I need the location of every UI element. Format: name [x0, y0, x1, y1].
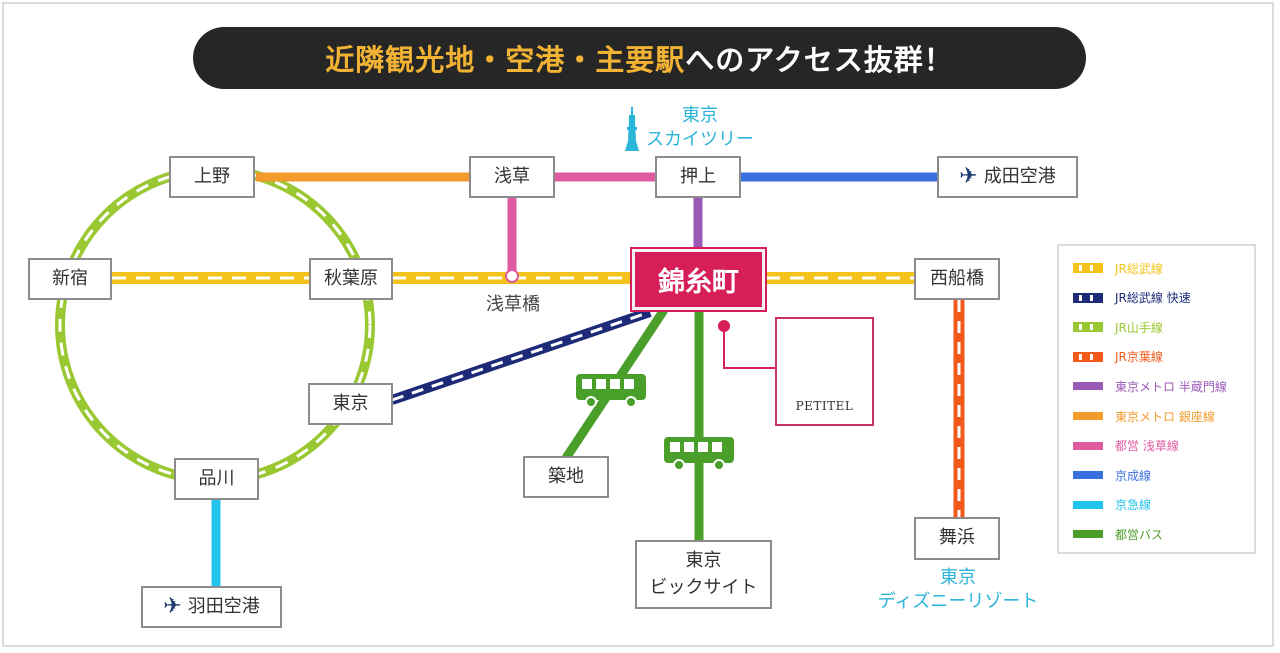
station-label: 秋葉原 — [324, 267, 378, 289]
legend-swatch — [1073, 471, 1103, 480]
legend-item: JR総武線 快速 — [1073, 288, 1191, 308]
legend-label: 東京メトロ 半蔵門線 — [1115, 379, 1227, 394]
station-label: 羽田空港 — [187, 595, 260, 617]
legend-label: JR山手線 — [1115, 320, 1163, 335]
legend-label: JR総武線 — [1115, 261, 1163, 276]
legend-label: JR総武線 快速 — [1115, 291, 1191, 306]
legend-swatch — [1073, 292, 1103, 303]
yamanote-line — [55, 165, 375, 485]
hotel-petitel: PETITEL — [775, 317, 874, 426]
banner-highlight: 近隣観光地・空港・主要駅 — [325, 43, 686, 77]
station-shinjuku: 新宿 — [28, 258, 112, 300]
station-label: 上野 — [194, 165, 230, 187]
legend-item: JR京葉線 — [1073, 347, 1163, 367]
station-label: 品川 — [198, 467, 235, 489]
station-nishifunabashi: 西船橋 — [914, 258, 1000, 300]
station-label: 舞浜 — [939, 527, 975, 549]
station-asakusabashi: 浅草橋 — [486, 294, 540, 315]
legend-label: 東京メトロ 銀座線 — [1115, 409, 1215, 424]
station-tokyo-big-sight: 東京 ビックサイト — [635, 540, 772, 609]
bus-icon — [576, 374, 646, 408]
station-label: 東京 — [685, 550, 722, 572]
station-label: 押上 — [680, 165, 716, 187]
legend-swatch — [1073, 382, 1103, 391]
legend-label: 京成線 — [1115, 468, 1152, 483]
airplane-icon: ✈ — [959, 164, 978, 190]
station-narita-airport: ✈成田空港 — [937, 156, 1078, 198]
landmark-label: スカイツリー — [646, 129, 754, 151]
legend-item: 都営バス — [1073, 524, 1163, 544]
hotel-pointer — [723, 332, 777, 369]
hotel-name: PETITEL — [795, 399, 854, 413]
station-label: ビックサイト — [649, 576, 758, 598]
airplane-icon: ✈ — [163, 594, 182, 620]
legend-swatch — [1073, 351, 1103, 362]
legend-swatch — [1073, 263, 1103, 273]
legend: JR総武線 JR総武線 快速 JR山手線 JR京葉線東京メトロ 半蔵門線東京メトロ 銀… — [1057, 244, 1256, 554]
legend-item: 東京メトロ 半蔵門線 — [1073, 376, 1227, 396]
title-banner: 近隣観光地・空港・主要駅へのアクセス抜群！ — [193, 27, 1086, 89]
station-maihama: 舞浜 — [914, 517, 1000, 560]
legend-label: 京急線 — [1115, 498, 1152, 513]
asakusabashi-junction — [505, 269, 519, 283]
station-label: 築地 — [548, 465, 584, 487]
legend-swatch — [1073, 441, 1103, 450]
legend-item: 京成線 — [1073, 465, 1151, 485]
legend-swatch — [1073, 322, 1103, 333]
station-label: 成田空港 — [983, 165, 1056, 187]
landmark-label: 東京 — [940, 567, 976, 588]
tower-icon — [625, 107, 639, 151]
legend-swatch — [1073, 530, 1103, 539]
legend-label: 都営バス — [1115, 527, 1164, 542]
station-tsukiji: 築地 — [523, 456, 609, 498]
station-label: 西船橋 — [930, 267, 984, 289]
landmark-skytree: 東京 スカイツリー — [620, 104, 780, 153]
legend-label: JR京葉線 — [1115, 350, 1163, 365]
station-label: 錦糸町 — [658, 267, 739, 298]
legend-item: 京急線 — [1073, 495, 1151, 515]
station-kinshicho: 錦糸町 — [630, 247, 767, 312]
landmark-disney-resort: 東京 ディズニーリゾート — [858, 566, 1058, 615]
legend-item: JR山手線 — [1073, 317, 1163, 337]
banner-rest: へのアクセス抜群！ — [685, 43, 954, 77]
station-oshiage: 押上 — [655, 156, 741, 198]
station-ueno: 上野 — [169, 156, 255, 198]
station-asakusa: 浅草 — [469, 156, 555, 198]
station-shinagawa: 品川 — [174, 458, 259, 500]
station-label: 浅草 — [494, 165, 530, 187]
station-tokyo: 東京 — [308, 383, 393, 425]
hotel-location-dot — [718, 320, 730, 332]
legend-item: 都営 浅草線 — [1073, 436, 1179, 456]
bus-icon — [664, 437, 734, 471]
legend-item: 東京メトロ 銀座線 — [1073, 406, 1215, 426]
sobu-rapid-line-dash — [391, 310, 651, 402]
legend-item: JR総武線 — [1073, 258, 1163, 278]
legend-label: 都営 浅草線 — [1115, 439, 1179, 454]
legend-swatch — [1073, 412, 1103, 420]
station-label: 東京 — [332, 392, 369, 414]
station-haneda-airport: ✈羽田空港 — [141, 586, 282, 628]
legend-swatch — [1073, 500, 1103, 509]
station-akihabara: 秋葉原 — [309, 258, 393, 300]
landmark-label: ディズニーリゾート — [877, 591, 1039, 613]
landmark-label: 東京 — [682, 105, 718, 126]
station-label: 新宿 — [52, 267, 88, 289]
